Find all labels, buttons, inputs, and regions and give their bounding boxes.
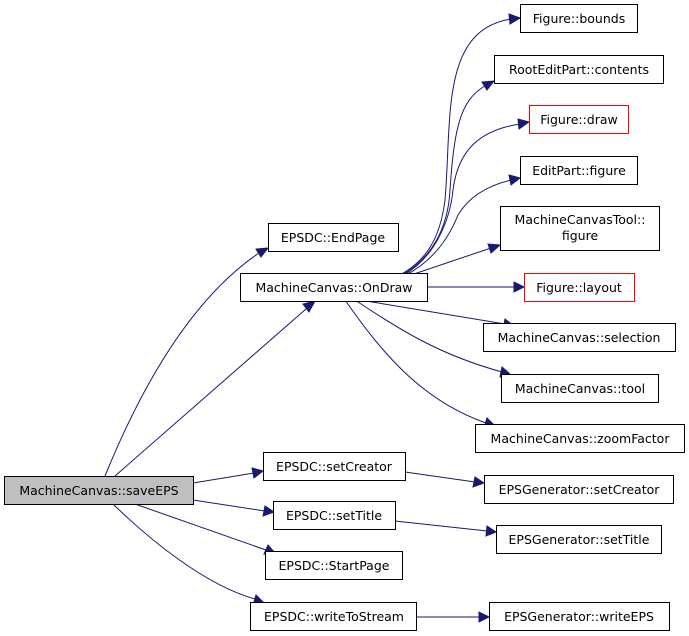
node-label: EPSDC::writeToStream (264, 609, 404, 624)
node-epsdc-writetostream[interactable]: EPSDC::writeToStream (250, 602, 417, 631)
arrowhead-icon (487, 243, 502, 254)
node-figure-draw[interactable]: Figure::draw (529, 105, 629, 134)
node-machinecanvas-tool[interactable]: MachineCanvas::tool (501, 374, 659, 403)
node-epsdc-settitle[interactable]: EPSDC::setTitle (273, 501, 396, 530)
node-label-line2: figure (562, 228, 599, 243)
edge-saveeps-endpage (104, 252, 260, 477)
node-epsgenerator-settitle[interactable]: EPSGenerator::setTitle (496, 525, 662, 554)
node-label: EditPart::figure (532, 163, 626, 178)
node-label: EPSGenerator::writeEPS (504, 609, 654, 624)
arrowhead-icon (262, 505, 276, 517)
node-figure-bounds[interactable]: Figure::bounds (520, 4, 638, 33)
node-machinecanvas-ondraw[interactable]: MachineCanvas::OnDraw (240, 273, 428, 302)
edge-setcreator-gensetcreator (404, 471, 476, 483)
node-machinecanvas-saveeps[interactable]: MachineCanvas::saveEPS (4, 476, 194, 505)
edge-ondraw-bounds (397, 18, 512, 277)
node-figure-layout[interactable]: Figure::layout (524, 273, 635, 302)
node-label: MachineCanvas::tool (515, 381, 645, 396)
node-label: EPSDC::setTitle (286, 508, 382, 523)
arrowhead-icon (508, 174, 522, 186)
node-label: RootEditPart::contents (509, 62, 649, 77)
edge-saveeps-writetostream (112, 503, 256, 600)
arrowhead-icon (302, 300, 316, 313)
node-label: MachineCanvas::zoomFactor (491, 431, 671, 446)
node-epsdc-endpage[interactable]: EPSDC::EndPage (268, 223, 399, 252)
node-label-line1: MachineCanvasTool:: (515, 212, 646, 227)
edges (104, 13, 531, 623)
node-label: EPSDC::StartPage (279, 558, 390, 573)
edge-saveeps-ondraw (114, 308, 307, 477)
node-machinecanvas-zoomfactor[interactable]: MachineCanvas::zoomFactor (475, 424, 685, 453)
node-epsdc-startpage[interactable]: EPSDC::StartPage (265, 551, 403, 580)
edge-ondraw-toolfigure (407, 247, 492, 277)
node-label: Figure::bounds (533, 11, 625, 26)
node-label: Figure::layout (536, 280, 622, 295)
node-label: EPSGenerator::setCreator (499, 482, 661, 497)
arrowhead-icon (251, 467, 265, 479)
edge-ondraw-editfigure (403, 179, 512, 277)
arrowhead-icon (472, 476, 486, 488)
node-label: Figure::draw (540, 112, 618, 127)
arrowhead-icon (481, 80, 496, 91)
edge-saveeps-setcreator (192, 472, 255, 484)
node-rooteditpart-contents[interactable]: RootEditPart::contents (494, 55, 664, 84)
node-label: EPSDC::setCreator (276, 459, 393, 474)
edge-settitle-gensettitle (394, 520, 488, 532)
edge-ondraw-selection (359, 299, 506, 325)
edge-saveeps-settitle (192, 499, 266, 512)
node-label: EPSGenerator::setTitle (509, 532, 650, 547)
node-editpart-figure[interactable]: EditPart::figure (520, 156, 638, 185)
arrowhead-icon (478, 611, 491, 623)
arrowhead-icon (255, 247, 270, 258)
node-epsgenerator-setcreator[interactable]: EPSGenerator::setCreator (484, 475, 674, 504)
node-machinecanvastool-figure[interactable]: MachineCanvasTool:: figure (500, 206, 660, 251)
nodes: MachineCanvas::saveEPS EPSDC::EndPage Ma… (4, 4, 685, 631)
edge-ondraw-zoomfactor (344, 299, 487, 424)
node-label: MachineCanvas::OnDraw (255, 280, 412, 295)
node-machinecanvas-selection[interactable]: MachineCanvas::selection (483, 323, 676, 352)
edge-ondraw-tool (354, 299, 503, 373)
node-label: MachineCanvas::saveEPS (19, 483, 178, 498)
node-epsgenerator-writeeps[interactable]: EPSGenerator::writeEPS (489, 602, 670, 631)
node-label: EPSDC::EndPage (281, 230, 385, 245)
node-epsdc-setcreator[interactable]: EPSDC::setCreator (263, 452, 406, 481)
edge-ondraw-draw (401, 123, 521, 277)
arrowhead-icon (513, 281, 526, 293)
arrowhead-icon (485, 525, 498, 537)
arrowhead-icon (517, 118, 531, 130)
edge-saveeps-startpage (134, 503, 267, 551)
node-label: MachineCanvas::selection (498, 330, 661, 345)
arrowhead-icon (508, 13, 522, 25)
edge-ondraw-contents (399, 85, 486, 277)
